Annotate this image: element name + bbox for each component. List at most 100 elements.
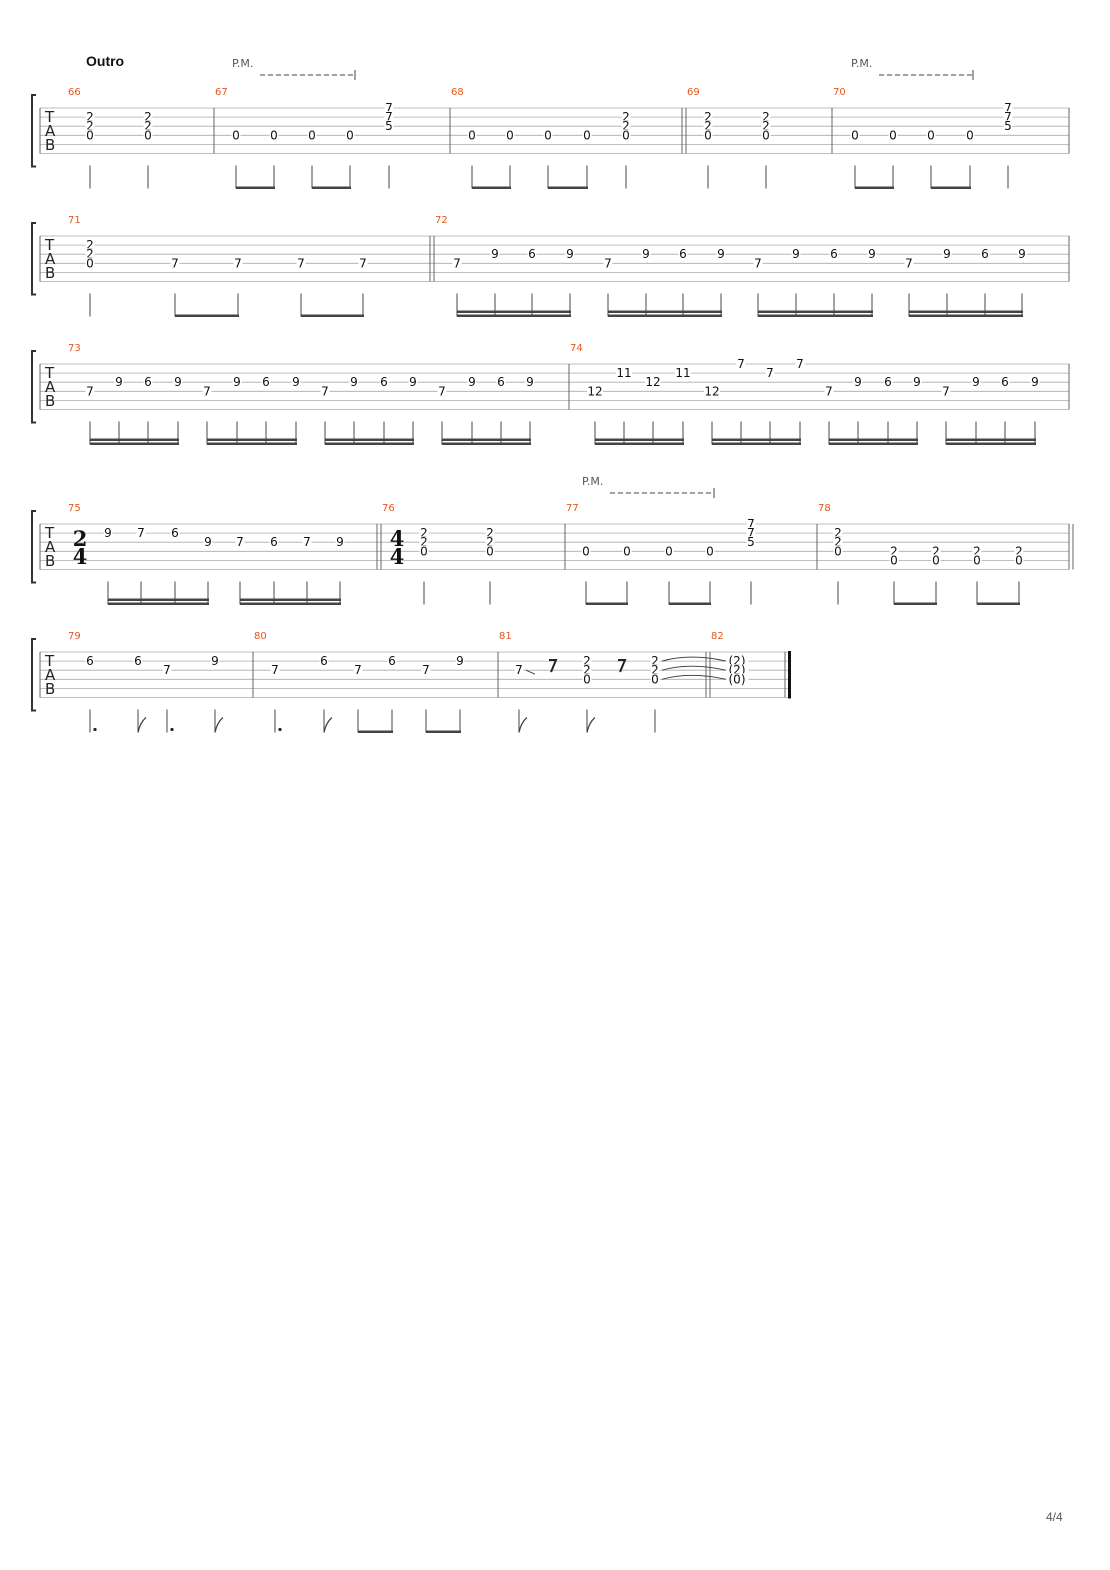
fret-number: 9	[642, 247, 650, 261]
fret-bg	[971, 376, 981, 388]
fret-bg	[746, 536, 756, 548]
fret-bg	[1003, 102, 1013, 113]
sixteenth-beam	[758, 314, 873, 317]
fret-number: 2	[486, 535, 494, 549]
tab-clef-letter: T	[44, 364, 55, 382]
system-bracket	[31, 222, 36, 296]
fret-bg	[616, 367, 632, 379]
fret-number: 7	[825, 384, 833, 398]
fret-bg	[202, 385, 212, 397]
measure-number: 79	[68, 631, 81, 642]
fret-number: 0	[86, 128, 94, 142]
fret-bg	[85, 655, 95, 667]
fret-number: 2	[420, 535, 428, 549]
fret-number: 0	[651, 672, 659, 686]
fret-bg	[926, 129, 936, 141]
fret-bg	[1000, 376, 1010, 388]
fret-bg	[170, 257, 180, 269]
eighth-rest	[618, 659, 627, 673]
fret-bg	[136, 527, 146, 539]
sixteenth-beam	[240, 598, 341, 601]
fret-bg	[1017, 248, 1027, 260]
sixteenth-beam	[240, 602, 341, 605]
fret-bg	[725, 664, 749, 676]
eighth-flag	[214, 717, 224, 733]
fret-number: 0	[506, 128, 514, 142]
fret-bg	[421, 664, 431, 676]
fret-bg	[705, 545, 715, 557]
fret-number: 7	[747, 526, 755, 540]
fret-bg	[379, 376, 389, 388]
fret-number: 5	[747, 535, 755, 549]
tab-clef-letter: A	[45, 122, 56, 140]
fret-bg	[853, 376, 863, 388]
fret-number: 6	[270, 535, 278, 549]
system-bracket	[31, 350, 36, 424]
tab-clef-letter: B	[45, 680, 55, 698]
fret-number: 5	[385, 119, 393, 133]
fret-bg	[408, 376, 418, 388]
fret-number: 11	[616, 366, 631, 380]
fret-number: 7	[203, 384, 211, 398]
fret-number: 9	[336, 535, 344, 549]
fret-bg	[85, 239, 95, 251]
fret-bg	[833, 545, 843, 557]
tie-arc	[661, 665, 727, 671]
sixteenth-beam	[207, 438, 297, 441]
fret-bg	[320, 385, 330, 397]
sixteenth-beam	[829, 438, 918, 441]
sixteenth-beam	[90, 438, 179, 441]
fret-bg	[931, 554, 941, 566]
fret-number: 7	[1004, 101, 1012, 115]
tie-arc	[661, 656, 727, 662]
fret-bg	[319, 655, 329, 667]
eighth-flag	[323, 717, 333, 733]
fret-number: 2	[86, 110, 94, 124]
fret-bg	[143, 120, 153, 132]
fret-bg	[850, 129, 860, 141]
fret-number: 0	[308, 128, 316, 142]
fret-bg	[384, 120, 394, 132]
fret-bg	[496, 376, 506, 388]
sixteenth-beam	[325, 438, 414, 441]
fret-number: 5	[1004, 119, 1012, 133]
dotted-note-dot	[93, 727, 97, 732]
fret-number: 0	[270, 128, 278, 142]
fret-number: 0	[583, 128, 591, 142]
tab-clef-letter: T	[44, 524, 55, 542]
measure-number: 75	[68, 503, 81, 514]
fret-bg	[942, 248, 952, 260]
fret-number: 9	[1018, 247, 1026, 261]
eighth-beam	[977, 602, 1020, 605]
fret-bg	[387, 655, 397, 667]
fret-number: 11	[675, 366, 690, 380]
tab-staff-system: TAB	[31, 638, 790, 712]
fret-bg	[650, 664, 660, 676]
fret-bg	[972, 554, 982, 566]
fret-bg	[162, 664, 172, 676]
fret-number: 7	[747, 517, 755, 531]
fret-number: 6	[171, 526, 179, 540]
fret-bg	[467, 376, 477, 388]
fret-number: 9	[913, 375, 921, 389]
fret-bg	[103, 527, 113, 539]
fret-number: 6	[1001, 375, 1009, 389]
fret-number: 12	[587, 384, 602, 398]
page-number: 4/4	[1046, 1510, 1063, 1524]
fret-number: 0	[973, 553, 981, 567]
fret-bg	[485, 527, 495, 539]
fret-bg	[353, 664, 363, 676]
fret-number: 7	[604, 256, 612, 270]
fret-bg	[261, 376, 271, 388]
system-bracket	[31, 510, 36, 584]
fret-number: 9	[456, 654, 464, 668]
fret-number: 7	[453, 256, 461, 270]
fret-number: 0	[468, 128, 476, 142]
fret-bg	[514, 664, 524, 676]
measure-number: 73	[68, 343, 81, 354]
sixteenth-beam	[608, 310, 722, 313]
dotted-note-dot	[278, 727, 282, 732]
fret-number: 9	[526, 375, 534, 389]
